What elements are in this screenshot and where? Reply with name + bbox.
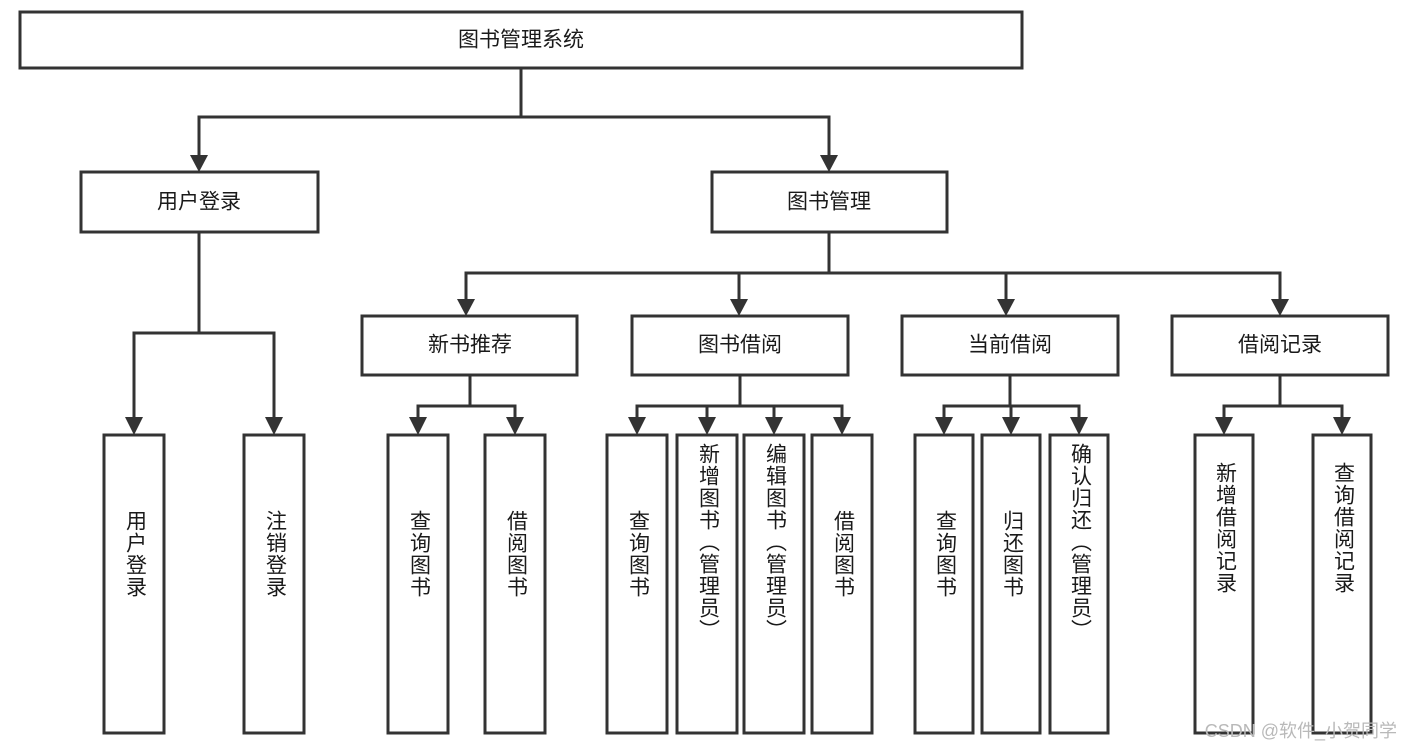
arrow-to-leaf-borrow-book-1 bbox=[506, 417, 524, 435]
node-leaf-return-book[interactable] bbox=[980, 433, 1042, 735]
arrow-to-leaf-query-record bbox=[1333, 417, 1351, 435]
node-new-book-recommend-label: 新书推荐 bbox=[428, 334, 512, 357]
node-new-book-recommend[interactable] bbox=[360, 314, 579, 377]
arrow-to-book-borrow bbox=[730, 299, 748, 316]
node-borrow-record[interactable] bbox=[1170, 314, 1390, 377]
arrow-root-to-book-manage bbox=[820, 155, 838, 172]
node-leaf-borrow-book-1[interactable] bbox=[483, 433, 547, 735]
node-leaf-query-record[interactable] bbox=[1311, 433, 1373, 735]
node-user-login-label: 用户登录 bbox=[157, 191, 241, 214]
node-leaf-confirm-return[interactable] bbox=[1048, 433, 1110, 735]
node-root[interactable] bbox=[18, 10, 1024, 70]
arrow-root-to-user-login bbox=[190, 155, 208, 172]
arrow-to-leaf-user-logout bbox=[265, 417, 283, 435]
node-leaf-edit-book[interactable] bbox=[742, 433, 806, 735]
arrow-to-leaf-user-login bbox=[125, 417, 143, 435]
connector-layer bbox=[125, 66, 1351, 435]
node-leaf-user-logout[interactable] bbox=[242, 433, 306, 735]
node-leaf-user-login[interactable] bbox=[102, 433, 166, 735]
node-book-manage-label: 图书管理 bbox=[787, 191, 871, 214]
node-leaf-add-record[interactable] bbox=[1193, 433, 1255, 735]
node-user-login[interactable] bbox=[79, 170, 320, 234]
arrow-to-leaf-return-book bbox=[1002, 417, 1020, 435]
arrow-to-leaf-add-book bbox=[698, 417, 716, 435]
node-borrow-record-label: 借阅记录 bbox=[1238, 334, 1322, 357]
node-leaf-add-book[interactable] bbox=[675, 433, 739, 735]
arrow-to-leaf-query-book-3 bbox=[935, 417, 953, 435]
node-current-borrow-label: 当前借阅 bbox=[968, 334, 1052, 357]
arrow-to-leaf-query-book-1 bbox=[409, 417, 427, 435]
arrow-to-leaf-edit-book bbox=[765, 417, 783, 435]
node-current-borrow[interactable] bbox=[900, 314, 1120, 377]
arrow-to-current-borrow bbox=[997, 299, 1015, 316]
arrow-to-borrow-record bbox=[1271, 299, 1289, 316]
node-root-label: 图书管理系统 bbox=[458, 29, 584, 52]
arrow-to-new-book-recommend bbox=[457, 299, 475, 316]
arrow-to-leaf-query-book-2 bbox=[628, 417, 646, 435]
node-leaf-query-book-3[interactable] bbox=[913, 433, 975, 735]
node-book-borrow-label: 图书借阅 bbox=[698, 334, 782, 357]
arrow-to-leaf-confirm-return bbox=[1070, 417, 1088, 435]
arrow-to-leaf-borrow-book-2 bbox=[833, 417, 851, 435]
node-leaf-query-book-1[interactable] bbox=[386, 433, 450, 735]
node-leaf-query-book-2[interactable] bbox=[605, 433, 669, 735]
node-layer: 图书管理系统 用户登录 图书管理 新书推荐 图书借阅 当前借阅 借阅记录 bbox=[18, 10, 1390, 735]
node-leaf-borrow-book-2[interactable] bbox=[810, 433, 874, 735]
node-book-manage[interactable] bbox=[710, 170, 949, 234]
node-book-borrow[interactable] bbox=[630, 314, 850, 377]
arrow-to-leaf-add-record bbox=[1215, 417, 1233, 435]
